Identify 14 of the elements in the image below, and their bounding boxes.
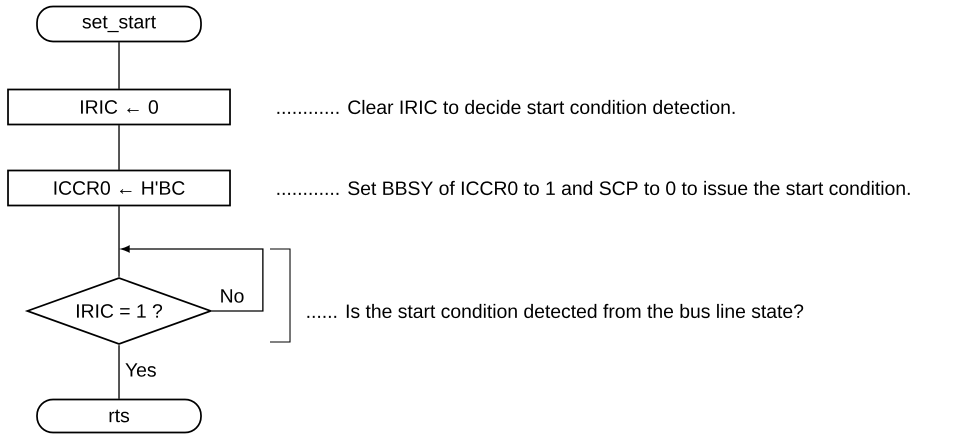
terminal-box: rts (36, 398, 202, 434)
connector (118, 206, 120, 277)
note-text: ...... Is the start condition detected from the bus line state? (307, 304, 804, 318)
terminal-box: set_start (36, 6, 202, 42)
loop-arrow (121, 245, 264, 312)
process-box: IRIC ← 0 (7, 88, 231, 126)
note-text: ............ Clear IRIC to decide start condition detection. (277, 100, 735, 114)
note-text: ............ Set BBSY of ICCR0 to 1 and SCP to 0 to issue the start condition. (277, 180, 910, 196)
process-box: ICCR0 ← H'BC (7, 170, 231, 206)
edge-label: No (218, 288, 246, 304)
edge-label: Yes (124, 362, 158, 378)
connector (118, 125, 120, 170)
connector (118, 42, 120, 89)
connector (118, 345, 120, 399)
